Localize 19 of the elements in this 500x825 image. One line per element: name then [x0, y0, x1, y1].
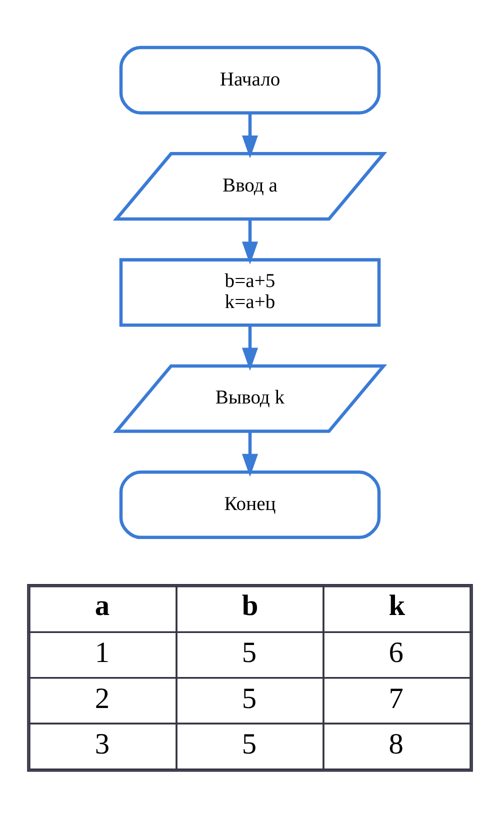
arrow: [242, 326, 258, 371]
node-box: Конец: [119, 470, 381, 540]
node-box: b=a+5 k=a+b: [119, 258, 381, 327]
label: 8: [388, 728, 404, 761]
label: 5: [242, 728, 257, 761]
label: 3: [94, 728, 110, 761]
label: k: [388, 590, 406, 622]
arrow: [242, 113, 258, 158]
label: 2: [94, 682, 110, 715]
label: b: [242, 590, 258, 622]
arrow: [242, 432, 258, 477]
label: 6: [388, 637, 404, 670]
label: 1: [94, 637, 110, 670]
node-box: Начало: [119, 46, 381, 114]
label: 5: [242, 637, 257, 670]
label: 5: [242, 682, 257, 715]
label: 7: [388, 682, 404, 715]
arrow: [242, 219, 258, 265]
label: a: [94, 590, 110, 622]
